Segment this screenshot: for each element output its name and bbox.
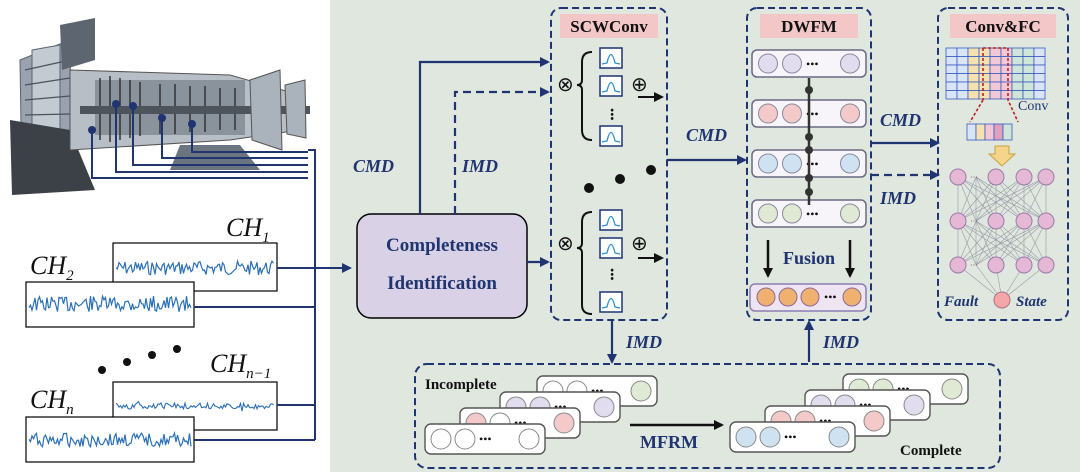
channel-label-chn: CHn <box>30 385 74 418</box>
complete-feature-stack: •••••••••••• <box>729 373 969 453</box>
svg-text:Completeness: Completeness <box>386 235 498 256</box>
oplus-icon: ⊕ <box>631 233 648 255</box>
svg-text:•••: ••• <box>806 57 819 71</box>
conv-input-grid <box>945 47 1046 100</box>
svg-text:•••: ••• <box>784 430 797 444</box>
nn-node <box>1015 256 1033 274</box>
nn-node <box>1037 256 1055 274</box>
sensor-channel-ch2 <box>25 281 195 328</box>
oplus-icon: ⊕ <box>631 74 648 96</box>
label-imd-left: IMD <box>461 156 498 176</box>
otimes-icon: ⊗ <box>557 74 574 96</box>
label-state: State <box>1016 294 1047 310</box>
nn-node <box>1015 168 1033 186</box>
label-complete: Complete <box>900 443 962 459</box>
conv-window <box>969 47 1019 123</box>
label-cmd-right: CMD <box>880 110 921 130</box>
nn-node <box>949 168 967 186</box>
completeness-identification-box: Completeness Identification <box>356 213 528 319</box>
conv-output-row <box>966 123 1013 141</box>
feature-row <box>424 423 546 455</box>
signal-waveform <box>115 259 274 276</box>
channel-label-ch2: CH2 <box>30 251 74 284</box>
conv-kernel-icon <box>599 237 623 259</box>
neural-network-icon: ··· ··· ··· <box>949 168 1055 301</box>
label-cmd-mid: CMD <box>686 125 727 145</box>
fusion-output-row: ••• <box>749 283 867 312</box>
state-node <box>993 291 1011 309</box>
kernel-ellipsis-lower: ••• <box>605 268 619 281</box>
mfrm-module <box>414 363 1001 469</box>
kernel-ellipsis-upper: ••• <box>605 108 619 121</box>
branch-ellipsis <box>584 165 656 193</box>
brace-upper <box>576 51 593 141</box>
signal-waveform <box>115 400 274 412</box>
svg-text:···: ··· <box>970 217 978 226</box>
brace-lower <box>576 211 593 315</box>
label-fault: Fault <box>943 294 979 310</box>
channel-label-ch1: CH1 <box>226 213 270 246</box>
label-mfrm: MFRM <box>640 432 698 452</box>
label-imd-right: IMD <box>879 188 916 208</box>
otimes-icon: ⊗ <box>557 233 574 255</box>
conv-kernel-stack-lower <box>599 209 623 313</box>
svg-text:DWFM: DWFM <box>781 17 837 36</box>
conv-kernel-icon <box>599 75 623 97</box>
signal-waveform <box>28 293 192 313</box>
conv-kernel-icon <box>599 291 623 313</box>
dwfm-chain-nodes <box>805 86 813 196</box>
conv-kernel-stack-upper <box>599 47 623 147</box>
label-cmd-left: CMD <box>353 156 394 176</box>
nn-node <box>949 256 967 274</box>
label-conv: Conv <box>1018 99 1048 114</box>
turbofan-engine-icon <box>8 18 318 198</box>
routing-arrows-identification <box>418 57 550 267</box>
sensor-channel-chn <box>25 416 195 463</box>
signal-waveform <box>28 430 192 449</box>
svg-text:Identification: Identification <box>387 273 497 294</box>
channel-ellipsis <box>98 345 181 374</box>
conv-kernel-icon <box>599 125 623 147</box>
svg-text:···: ··· <box>970 173 978 182</box>
conv-kernel-icon <box>599 209 623 231</box>
svg-text:Conv&FC: Conv&FC <box>965 17 1041 36</box>
feature-row <box>729 421 856 453</box>
label-fusion: Fusion <box>783 248 835 268</box>
feature-row <box>751 49 867 78</box>
svg-text:•••: ••• <box>479 432 492 446</box>
nn-node <box>987 212 1005 230</box>
nn-node <box>987 168 1005 186</box>
conv-kernel-icon <box>599 47 623 69</box>
nn-node <box>1015 212 1033 230</box>
label-imd-down: IMD <box>625 332 662 352</box>
svg-text:•••: ••• <box>806 207 819 221</box>
label-incomplete: Incomplete <box>425 377 497 393</box>
down-arrow-icon <box>987 145 1017 167</box>
convfc-module: Conv&FC <box>937 7 1069 321</box>
incomplete-feature-stack: •••••••••••• <box>424 375 658 455</box>
nn-node <box>1037 212 1055 230</box>
channel-label-chn1: CHn−1 <box>210 349 271 382</box>
nn-node <box>1037 168 1055 186</box>
sensor-wiring <box>91 104 316 440</box>
svg-text:SCWConv: SCWConv <box>570 17 648 36</box>
nn-node <box>987 256 1005 274</box>
scwconv-module: SCWConv <box>550 7 668 321</box>
svg-text:•••: ••• <box>824 290 837 304</box>
nn-node <box>949 212 967 230</box>
label-imd-up: IMD <box>822 332 859 352</box>
signal-wiring <box>194 263 352 441</box>
svg-text:···: ··· <box>970 261 978 270</box>
